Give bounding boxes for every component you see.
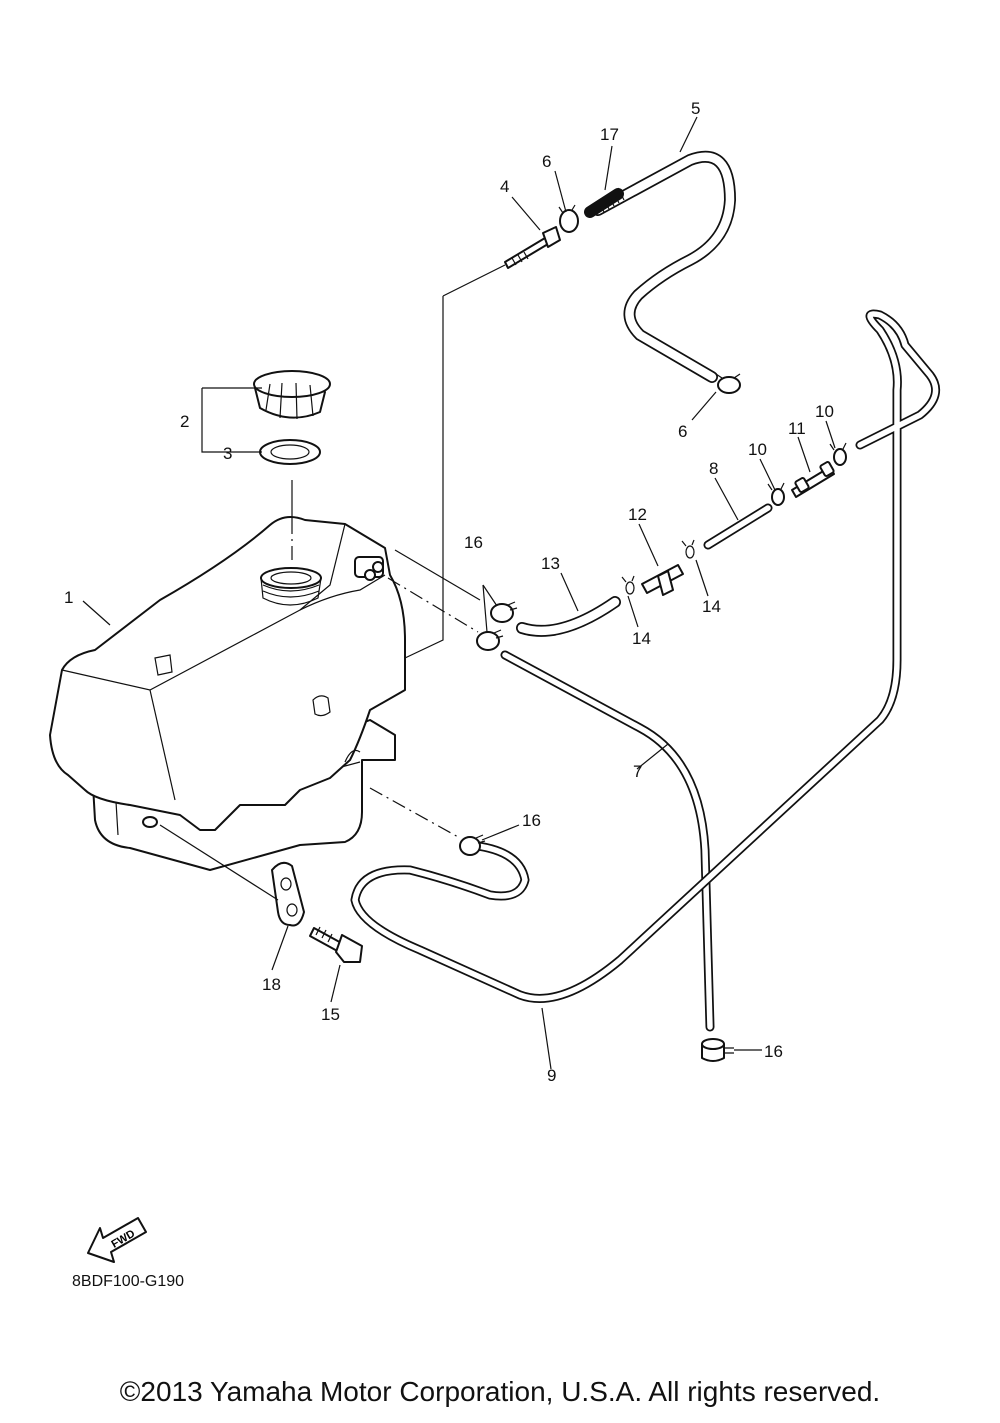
fitting-part-11 [791, 461, 835, 498]
callout-2: 2 [180, 412, 189, 431]
filler-cap-part-2 [253, 370, 331, 420]
callout-9: 9 [547, 1066, 556, 1085]
callout-16-middle: 16 [522, 811, 541, 830]
callout-11: 11 [788, 419, 806, 438]
gasket-part-3 [259, 439, 321, 465]
callout-4: 4 [500, 177, 509, 196]
clip-part-14-right [681, 539, 695, 559]
callout-7: 7 [633, 762, 642, 781]
t-joint-part-12 [641, 564, 684, 596]
callout-12: 12 [628, 505, 647, 524]
bolt-part-4 [504, 226, 561, 269]
callout-17: 17 [600, 125, 619, 144]
fuel-tank-part-1 [49, 515, 406, 871]
callout-18: 18 [262, 975, 281, 994]
callout-16-upper: 16 [464, 533, 483, 552]
fwd-arrow-icon: FWD [87, 1217, 147, 1263]
hose-part-13 [516, 596, 621, 637]
bolt-part-15 [309, 926, 363, 963]
clamp-part-16-d [701, 1038, 734, 1062]
callout-6-upper: 6 [542, 152, 551, 171]
callout-10-right: 10 [815, 402, 834, 421]
hose-part-7 [500, 650, 715, 1032]
clamp-part-16-a [490, 601, 518, 623]
callout-labels: 1 2 3 4 5 6 6 7 8 9 10 10 11 12 13 14 14… [64, 99, 834, 1085]
callout-5: 5 [691, 99, 700, 118]
clip-part-10-right [829, 442, 847, 466]
bracket-part-18 [271, 861, 305, 927]
copyright-notice: ©2013 Yamaha Motor Corporation, U.S.A. A… [119, 1376, 881, 1407]
callout-8: 8 [709, 459, 718, 478]
clamp-part-6-upper [558, 204, 579, 233]
callout-15: 15 [321, 1005, 340, 1024]
callout-6-lower: 6 [678, 422, 687, 441]
clamp-part-6-lower [715, 373, 741, 394]
callout-1: 1 [64, 588, 73, 607]
clamp-part-16-c [459, 834, 486, 856]
callout-16-lower: 16 [764, 1042, 783, 1061]
leader-lines [82, 116, 836, 1070]
callout-3: 3 [223, 444, 232, 463]
callout-14-right: 14 [702, 597, 721, 616]
clip-part-14-left [621, 575, 635, 595]
callout-13: 13 [541, 554, 560, 573]
callout-10-left: 10 [748, 440, 767, 459]
clamp-part-16-b [476, 629, 504, 651]
spring-part-17 [584, 187, 625, 218]
hose-part-8 [703, 503, 773, 550]
diagram-code: 8BDF100-G190 [72, 1273, 185, 1290]
clip-part-10-left [767, 482, 785, 506]
hose-part-9 [350, 309, 941, 1003]
callout-14-left: 14 [632, 629, 651, 648]
breather-hose-part-5 [592, 150, 736, 383]
